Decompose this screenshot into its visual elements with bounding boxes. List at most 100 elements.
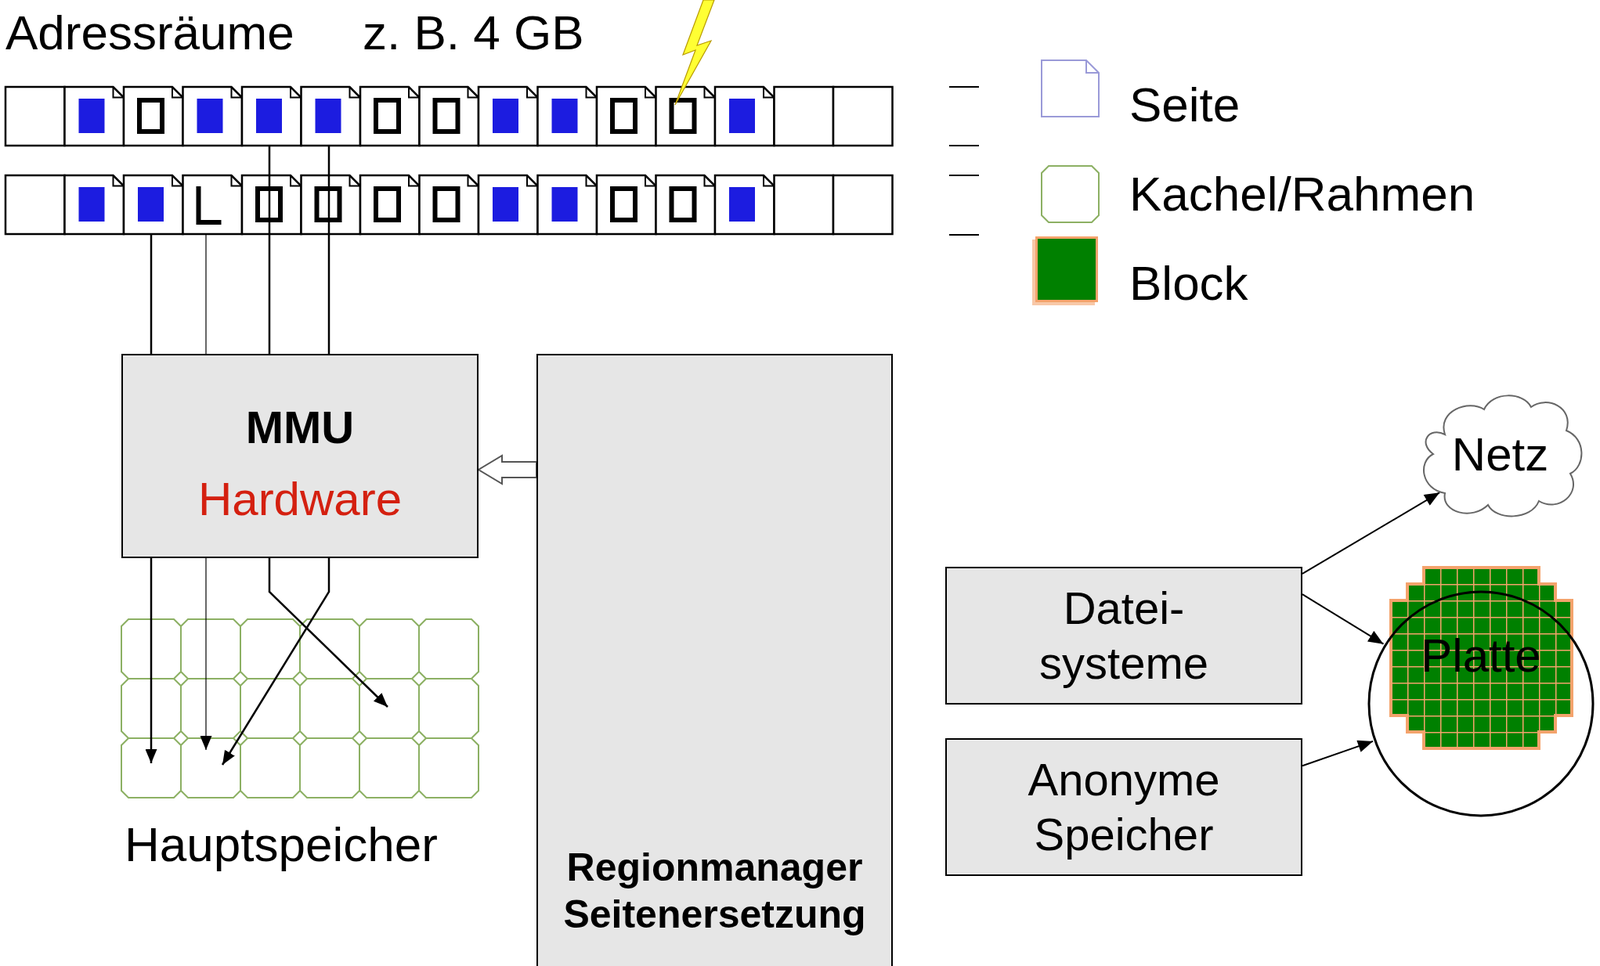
unit-kind: Hardware xyxy=(198,471,402,528)
present-page xyxy=(256,98,282,134)
present-page xyxy=(197,98,224,134)
present-page xyxy=(79,187,105,222)
frame xyxy=(240,619,300,680)
page xyxy=(715,86,775,146)
frame xyxy=(418,679,479,739)
storage-arrow xyxy=(1302,492,1440,575)
address-space-row xyxy=(5,175,893,235)
page xyxy=(596,175,657,235)
plain-cell xyxy=(833,86,893,146)
filesystem-box: Datei- systeme xyxy=(945,567,1303,705)
absent-page xyxy=(671,188,695,221)
present-page xyxy=(552,98,578,134)
manager-title: Regionmanager Seitenersetzung xyxy=(547,844,882,939)
page xyxy=(360,175,420,235)
disk-blocks xyxy=(1390,567,1572,749)
network-cloud: Netz xyxy=(1413,387,1587,523)
page xyxy=(241,175,302,235)
control-arrow xyxy=(478,455,537,484)
page xyxy=(419,86,480,146)
page xyxy=(301,86,362,146)
page xyxy=(183,86,243,146)
present-page xyxy=(729,98,755,134)
frame xyxy=(180,679,241,739)
frame xyxy=(299,679,360,739)
absent-page xyxy=(375,100,399,132)
page-fault-bolt xyxy=(675,0,715,105)
present-page xyxy=(729,187,755,222)
legend-text: Block xyxy=(1129,255,1249,311)
disk-circle: Platte xyxy=(1367,590,1595,818)
legend-swatch xyxy=(1035,236,1098,303)
present-page xyxy=(315,98,342,134)
present-page xyxy=(552,187,578,222)
frame-grid xyxy=(121,619,479,799)
unit-name: MMU xyxy=(245,400,355,456)
page xyxy=(65,175,125,235)
anonymous-memory-box: Anonyme Speicher xyxy=(945,738,1303,877)
plain-cell xyxy=(833,175,893,235)
frame xyxy=(359,738,419,799)
disk-name: Platte xyxy=(1420,628,1541,685)
plain-cell xyxy=(774,86,835,146)
page xyxy=(419,175,480,235)
page xyxy=(478,86,539,146)
address-space-label: Adressräume xyxy=(5,4,295,61)
page xyxy=(301,175,362,235)
absent-page xyxy=(671,100,695,132)
legend-swatch xyxy=(1040,59,1100,118)
page xyxy=(538,175,598,235)
page xyxy=(123,175,184,235)
page xyxy=(183,175,243,235)
page xyxy=(65,86,125,146)
partial-page xyxy=(198,186,222,223)
plain-cell xyxy=(774,175,835,235)
frame xyxy=(418,619,479,680)
cloud-shape xyxy=(1423,395,1582,517)
storage-arrow xyxy=(1302,741,1373,766)
storage-arrow xyxy=(1302,594,1384,645)
absent-page xyxy=(612,100,636,132)
present-page xyxy=(79,98,105,134)
frame xyxy=(299,738,360,799)
frame xyxy=(180,619,241,680)
memory-label: Hauptspeicher xyxy=(124,816,438,873)
hardware-unit-box: MMU Hardware xyxy=(121,353,479,559)
network-name: Netz xyxy=(1451,426,1549,484)
continuation-dash xyxy=(949,86,979,235)
box-title: Anonyme Speicher xyxy=(1006,752,1242,862)
plain-cell xyxy=(5,86,66,146)
frame-sample xyxy=(1041,166,1099,223)
absent-page xyxy=(435,188,459,221)
size-note: z. B. 4 GB xyxy=(362,4,585,61)
absent-page xyxy=(139,100,163,132)
absent-page xyxy=(435,100,459,132)
present-page xyxy=(137,187,164,222)
legend-swatch xyxy=(1040,165,1100,224)
present-page xyxy=(492,98,519,134)
frame xyxy=(240,738,300,799)
page xyxy=(478,175,539,235)
box-title: Datei- systeme xyxy=(1029,581,1218,690)
present-page xyxy=(492,187,519,222)
page xyxy=(538,86,598,146)
frame xyxy=(418,738,479,799)
legend-shape xyxy=(1040,165,1100,224)
legend-text: Kachel/Rahmen xyxy=(1129,166,1475,222)
absent-page xyxy=(375,188,399,221)
disk-outline xyxy=(1367,590,1595,818)
disk-shape xyxy=(1368,592,1593,817)
page xyxy=(596,86,657,146)
plain-cell xyxy=(5,175,66,235)
page xyxy=(656,86,716,146)
page xyxy=(123,86,184,146)
absent-page xyxy=(612,188,636,221)
frame xyxy=(180,738,241,799)
page xyxy=(715,175,775,235)
legend-text: Seite xyxy=(1129,76,1240,133)
manager-box: Regionmanager Seitenersetzung xyxy=(536,353,893,966)
page xyxy=(656,175,716,235)
frame xyxy=(359,619,419,680)
